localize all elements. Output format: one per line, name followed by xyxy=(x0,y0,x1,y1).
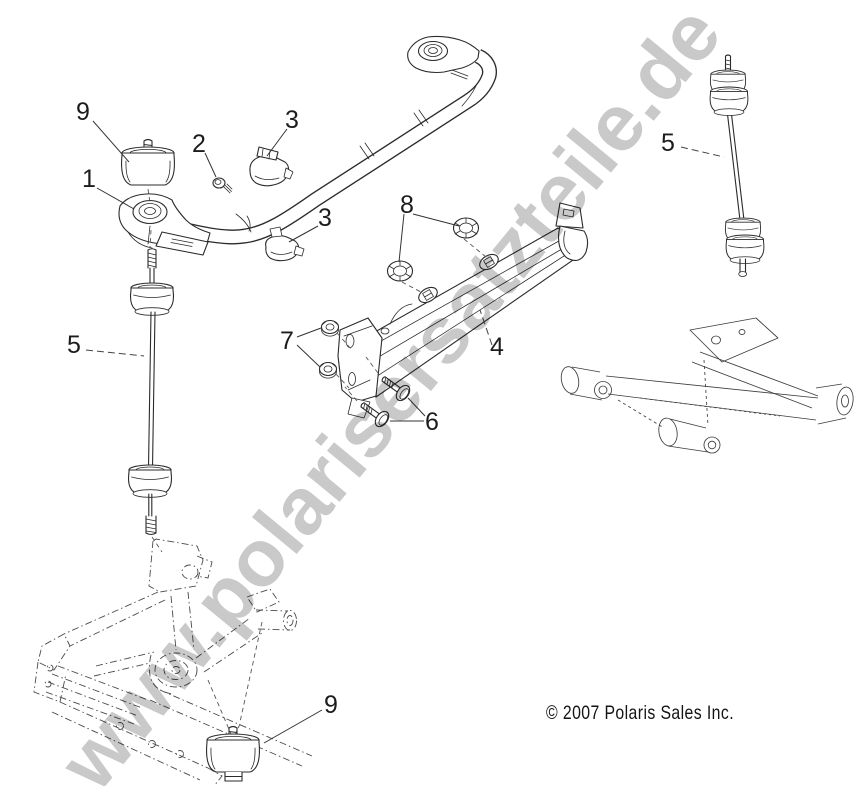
control-arm-left-phantom xyxy=(33,538,313,786)
flange-nut-lower xyxy=(318,361,338,379)
callout-3-lower: 3 xyxy=(318,204,332,232)
flange-nut-upper xyxy=(320,319,340,337)
callout-9-top: 9 xyxy=(76,98,90,126)
callout-5-right: 5 xyxy=(661,129,675,157)
stabilizer-link-right xyxy=(709,54,765,277)
bushing-top xyxy=(121,138,175,186)
clamp-lower xyxy=(265,226,305,262)
callout-3-upper: 3 xyxy=(285,106,299,134)
stabilizer-bar-left-eyelet xyxy=(118,193,211,256)
callout-5-left: 5 xyxy=(67,331,81,359)
callout-1: 1 xyxy=(82,165,96,193)
mount-bracket xyxy=(337,202,589,419)
leader-lines xyxy=(85,120,725,744)
callout-6: 6 xyxy=(425,408,439,436)
bushing-bottom xyxy=(206,725,260,782)
push-nut-lower xyxy=(386,260,414,282)
stabilizer-bar-right-eyelet xyxy=(407,35,480,80)
callout-7: 7 xyxy=(280,327,294,355)
control-arm-right xyxy=(560,317,854,454)
stabilizer-link-left xyxy=(127,188,175,553)
clamp-upper xyxy=(249,146,294,187)
callout-4: 4 xyxy=(490,333,504,361)
small-bolt xyxy=(212,177,233,194)
callout-8: 8 xyxy=(400,191,414,219)
copyright-text: © 2007 Polaris Sales Inc. xyxy=(546,702,734,724)
stabilizer-bar xyxy=(168,49,497,245)
callout-2: 2 xyxy=(192,130,206,158)
callout-9-bottom: 9 xyxy=(324,691,338,719)
watermark-text: www.polarisersatzteile.de xyxy=(42,0,738,786)
